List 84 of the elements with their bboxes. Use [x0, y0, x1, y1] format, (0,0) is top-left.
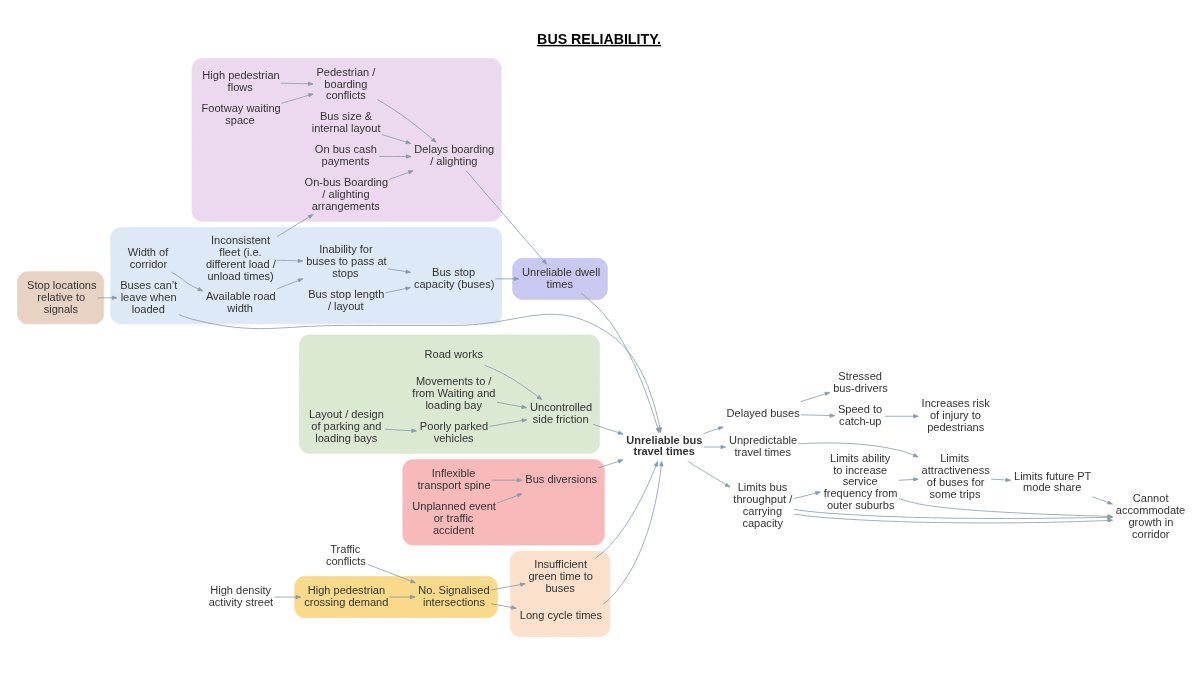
cluster [17, 271, 105, 325]
node-text: Bus stop capacity (buses) [413, 265, 495, 290]
arrow [276, 214, 314, 237]
node-text: Layout / design of parking and loading bays [308, 408, 384, 445]
cluster [299, 334, 600, 454]
arrow [276, 258, 304, 263]
node-text: Bus size & internal layout [311, 110, 381, 135]
arrow [384, 428, 417, 433]
arrow [367, 564, 416, 584]
arrow [281, 93, 314, 104]
arrow [489, 418, 528, 427]
node-text: High pedestrian crossing demand [304, 584, 389, 608]
node-text: Increases risk of injury to pedestrians [921, 397, 990, 434]
node-text: High pedestrian flows [202, 69, 280, 94]
arrow [597, 459, 624, 469]
arrow [389, 595, 416, 600]
node-text: Limits attractiveness of buses for some trips [921, 452, 990, 500]
node-text: Unreliable dwell times [522, 265, 601, 290]
node-text: Available road width [205, 290, 276, 315]
node-text: Buses can’t leave when loaded [120, 278, 178, 315]
node-text: Unreliable bus travel times [626, 434, 703, 458]
arrow [490, 603, 517, 610]
arrow [465, 170, 548, 265]
arrow [381, 134, 412, 145]
arrow [592, 424, 624, 435]
arrow [703, 445, 727, 450]
node-text: Long cycle times [519, 608, 603, 621]
node-text: Poorly parked vehicles [419, 419, 489, 444]
node-text: Unpredictable travel times [728, 434, 798, 458]
arrow [990, 477, 1012, 482]
node-text: Inconsistent fleet (i.e. different load / unload times) [205, 234, 276, 282]
arrow [171, 271, 204, 292]
node-text: Movements to / from Waiting and loading bay [412, 375, 496, 411]
arrow [496, 493, 523, 504]
arrow [798, 442, 919, 458]
arrow [484, 364, 543, 400]
node-text: Limits ability to increase service frequency from outer suburbs [823, 451, 898, 512]
node-text: Insufficient green time to buses [528, 558, 593, 595]
node-text: High density activity street [208, 584, 274, 608]
node-text: Pedestrian / boarding conflicts [316, 65, 376, 102]
node-text: Bus stop length / layout [308, 287, 385, 312]
node-text: Cannot accommodate growth in corridor [1115, 492, 1186, 540]
arrow [793, 491, 821, 499]
arrow [490, 582, 526, 591]
arrow [385, 286, 411, 294]
node-text: Delayed buses [726, 406, 800, 419]
node-text: Delays boarding / alighting [414, 143, 495, 168]
node-text: Inability for buses to pass at stops [306, 243, 387, 280]
node-text: Traffic conflicts [325, 542, 366, 567]
arrow [491, 478, 523, 483]
node-text: Stressed bus-drivers [833, 370, 888, 394]
arrow [276, 278, 304, 290]
node-text: Limits bus throughput / carrying capacity [733, 481, 793, 529]
cluster [402, 459, 605, 546]
node-text: Limits future PT mode share [1014, 469, 1092, 494]
arrow [376, 99, 437, 143]
arrow [280, 81, 314, 86]
node-text: Road works [424, 348, 483, 361]
node-text: Stop locations relative to signals [27, 278, 97, 315]
node-text: On-bus Boarding / alighting arrangements [304, 176, 389, 212]
arrow [97, 295, 118, 300]
arrow [273, 595, 302, 600]
node-text: Bus diversions [525, 473, 598, 486]
arrow [495, 276, 520, 281]
arrow [884, 414, 919, 419]
node-text: Footway waiting space [201, 102, 281, 127]
node-text: No. Signalised intersections [418, 584, 490, 608]
node-text: Uncontrolled side friction [530, 400, 593, 425]
arrow [378, 154, 412, 159]
arrow [703, 426, 724, 434]
node-text: Unplanned event or traffic accident [412, 499, 496, 536]
arrow [388, 170, 414, 180]
arrow [387, 268, 412, 274]
node-text: Width of corridor [127, 246, 169, 270]
arrow [496, 401, 527, 409]
arrow [1091, 496, 1113, 505]
node-text: On bus cash payments [314, 143, 377, 168]
arrow [800, 413, 836, 418]
arrow [687, 460, 731, 488]
arrow [800, 391, 831, 403]
node-text: Inflexible transport spine [417, 467, 491, 492]
node-text: Speed to catch-up [837, 403, 883, 428]
arrow [898, 477, 919, 482]
diagram-title: BUS RELIABILITY. [537, 30, 662, 47]
